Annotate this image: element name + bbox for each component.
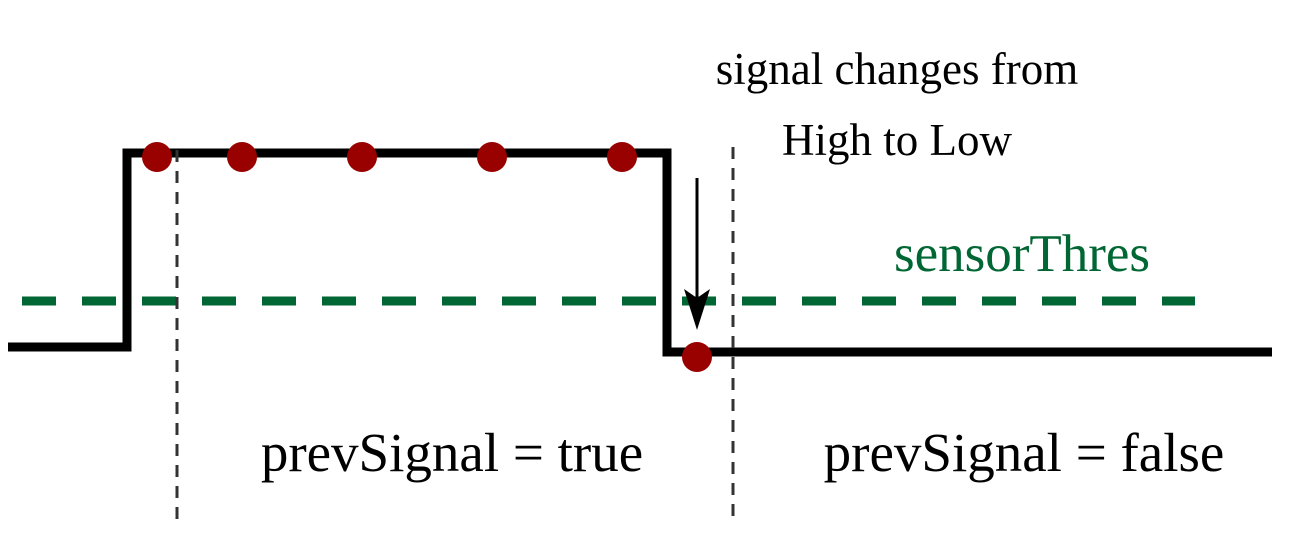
- region-true-label: prevSignal = true: [261, 422, 643, 483]
- sample-point-low: [682, 342, 712, 372]
- signal-waveform: [8, 148, 1272, 357]
- annotation-line-2: High to Low: [782, 115, 1012, 165]
- sample-point-high: [142, 142, 172, 172]
- sample-point-high: [227, 142, 257, 172]
- transition-arrow-head: [684, 289, 710, 330]
- sample-point-high: [477, 142, 507, 172]
- threshold-label: sensorThres: [894, 225, 1150, 283]
- region-false-label: prevSignal = false: [824, 422, 1225, 483]
- sample-point-high: [607, 142, 637, 172]
- annotation-line-1: signal changes from: [716, 44, 1078, 94]
- sample-point-high: [347, 142, 377, 172]
